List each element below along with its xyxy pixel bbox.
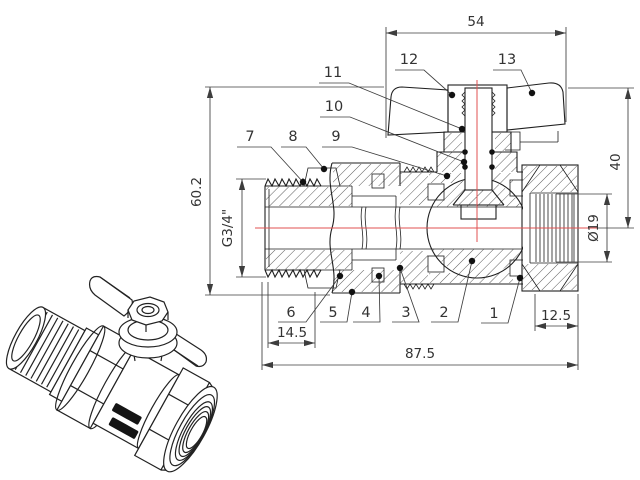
part-callout-9: 9 (322, 129, 451, 180)
dimensions: 54 40 Ø19 60.2 G3/4" 14.5 (189, 14, 634, 370)
dim-inlet-thread-label: G3/4" (220, 209, 236, 247)
thread-crest-bottom (264, 268, 322, 279)
iso-handle-hub (118, 296, 178, 362)
svg-text:7: 7 (245, 129, 254, 145)
dim-handle-width-label: 54 (467, 14, 484, 30)
part-callout-11: 11 (319, 65, 466, 133)
dim-outlet-nut-length: 12.5 (534, 294, 579, 370)
svg-text:13: 13 (498, 52, 516, 68)
svg-text:10: 10 (325, 99, 343, 115)
svg-text:8: 8 (288, 129, 297, 145)
stem-oring-top (462, 149, 468, 155)
svg-text:1: 1 (489, 306, 498, 322)
dim-outlet-nut-length-label: 12.5 (541, 308, 571, 324)
iso-stem-nut (127, 296, 169, 326)
dim-inlet-thread-length-label: 14.5 (277, 325, 307, 341)
part-callouts: 7 8 9 10 11 12 13 6 (237, 52, 536, 324)
iso-brand-label-2 (108, 417, 139, 439)
stem-oring-bottom (462, 164, 468, 170)
svg-text:9: 9 (331, 129, 340, 145)
part-callout-13: 13 (493, 52, 536, 97)
iso-left-wing (88, 275, 133, 317)
part-callout-6: 6 (278, 272, 344, 323)
svg-text:12: 12 (400, 52, 418, 68)
svg-text:5: 5 (328, 305, 337, 321)
iso-valve-axis-group (5, 306, 218, 473)
svg-text:11: 11 (324, 65, 342, 81)
dim-outlet-diameter-label: Ø19 (586, 214, 602, 242)
iso-outlet-nut (133, 367, 218, 473)
dim-handle-height-label: 40 (608, 153, 624, 170)
dim-outlet-diameter: Ø19 (556, 193, 612, 263)
svg-text:2: 2 (439, 305, 448, 321)
part-callout-3: 3 (392, 264, 420, 323)
part-callout-8: 8 (281, 129, 328, 173)
thread-crest-top (264, 177, 322, 188)
svg-text:3: 3 (401, 305, 410, 321)
part-callout-10: 10 (320, 99, 468, 166)
tailpiece-wall-top (266, 187, 352, 206)
isometric-view (5, 275, 218, 473)
part-callout-1: 1 (481, 274, 524, 324)
centerlines (255, 80, 597, 242)
handle (387, 82, 566, 151)
tailpiece-wall-bottom (266, 250, 352, 269)
svg-text:6: 6 (286, 305, 295, 321)
section-view (255, 80, 597, 294)
part-callout-2: 2 (431, 257, 476, 323)
dim-inlet-thread-length: 14.5 (267, 282, 316, 348)
handle-left-wing (387, 86, 449, 136)
svg-text:4: 4 (361, 305, 370, 321)
part-callout-12: 12 (395, 52, 456, 99)
stem (452, 87, 505, 220)
iso-body (92, 348, 182, 450)
dim-total-height-label: 60.2 (189, 177, 205, 207)
part-callout-5: 5 (320, 288, 356, 323)
dim-inlet-thread: G3/4" (220, 178, 266, 278)
iso-brand-label-1 (112, 403, 142, 425)
handle-right-wing (506, 82, 566, 131)
part-callout-4: 4 (353, 272, 383, 323)
dim-total-length: 87.5 (261, 282, 578, 370)
part-callout-7: 7 (237, 129, 307, 186)
dim-total-length-label: 87.5 (405, 346, 435, 362)
dim-handle-width: 54 (385, 14, 567, 138)
dim-total-height: 60.2 (189, 86, 384, 296)
